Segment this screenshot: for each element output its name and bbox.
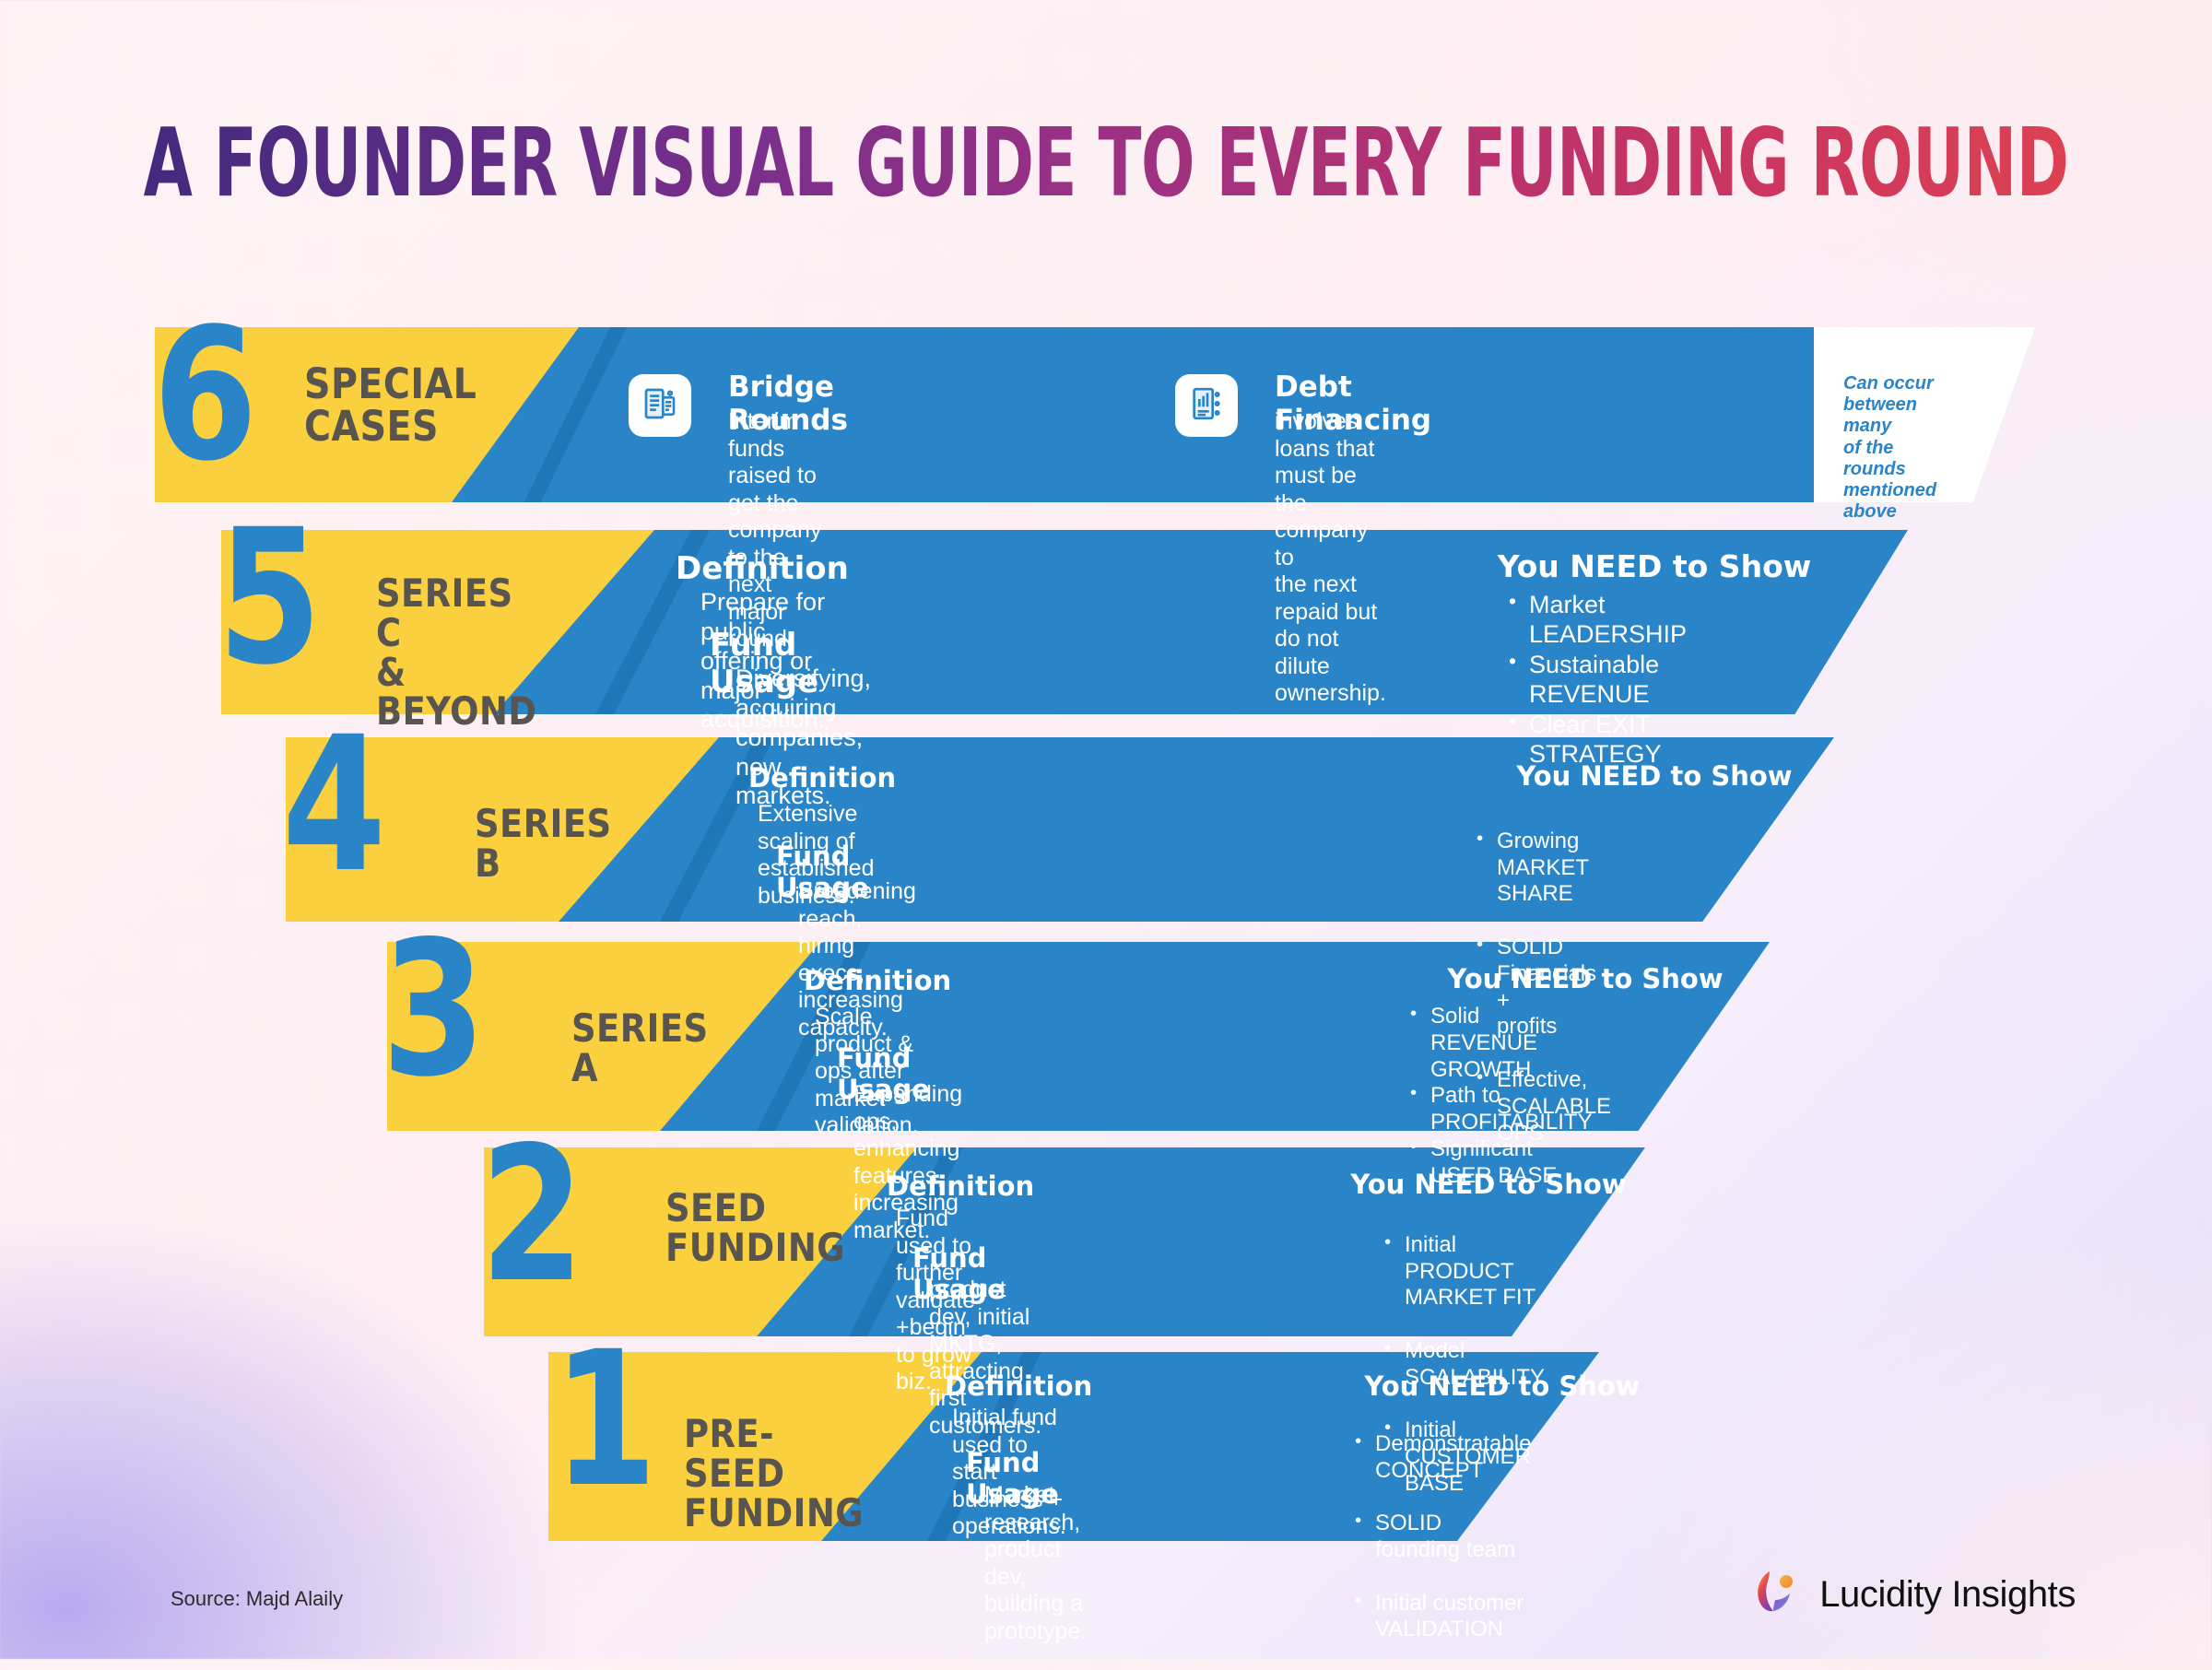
row4-definition-text: Extensive scaling of established busines… <box>758 801 875 909</box>
row1-definition-heading: Definition <box>945 1370 1093 1402</box>
document-chart-icon <box>1188 385 1225 427</box>
row2-stage-label: SEED FUNDING <box>665 1185 845 1270</box>
bridge-rounds-icon-card <box>629 374 691 437</box>
row2-definition-heading: Definition <box>887 1170 1035 1202</box>
lucidity-insights-mark-icon <box>1751 1567 1803 1623</box>
row6-stage-label: SPECIAL CASES <box>304 359 477 451</box>
list-item: Initial customer VALIDATION <box>1353 1590 1531 1644</box>
row3-definition-text: Scale product & ops after market validat… <box>815 1004 919 1138</box>
row2-number: 2 <box>480 1106 584 1323</box>
list-item: Sustainable REVENUE <box>1507 649 1687 710</box>
row1-stage-label: PRE-SEED FUNDING <box>684 1411 864 1535</box>
list-item: Significant USER BASE <box>1408 1135 1593 1190</box>
list-item: Market LEADERSHIP <box>1507 589 1687 650</box>
row4-stage-label: SERIES B <box>475 801 612 886</box>
row5-definition-text: Prepare for public offering or major acq… <box>700 588 826 734</box>
list-item: Model SCALABILITY <box>1382 1337 1545 1392</box>
row2-fundusage-text: product dev, initial MKTG, attracting fi… <box>929 1276 1042 1439</box>
row2-fundusage-heading: Fund Usage <box>912 1242 1006 1305</box>
debt-financing-body: involves loans that must be the company … <box>1275 408 1386 706</box>
bridge-rounds-body: Interim funds raised to get the company … <box>728 408 822 652</box>
row3-number: 3 <box>382 900 486 1118</box>
row3-stage-label: SERIES A <box>571 1006 709 1090</box>
row5-number: 5 <box>218 488 322 706</box>
debt-financing-heading: Debt Financing <box>1275 370 1432 437</box>
row4-definition-heading: Definition <box>748 762 897 794</box>
row3-fundusage-heading: Fund Usage <box>837 1042 930 1105</box>
row5-need-list: Market LEADERSHIP Sustainable REVENUE Cl… <box>1507 589 1687 770</box>
list-item: Initial PRODUCT MARKET FIT <box>1382 1231 1545 1311</box>
row1-number: 1 <box>553 1311 657 1528</box>
row4-need-heading: You NEED to Show <box>1516 760 1793 792</box>
row4-fundusage-heading: Fund Usage <box>776 841 869 903</box>
list-item: Growing MARKET SHARE <box>1475 828 1611 908</box>
row1-definition-text: Initial fund used to start business + op… <box>952 1405 1066 1539</box>
brand-name: Lucidity Insights <box>1819 1574 2076 1615</box>
row3-need-heading: You NEED to Show <box>1447 963 1724 994</box>
list-item: SOLID founding team <box>1353 1510 1531 1564</box>
row5-fundusage-text: Diversifying, acquiring companies, new m… <box>735 664 872 810</box>
list-item: Solid REVENUE GROWTH <box>1408 1003 1593 1083</box>
document-stack-icon <box>641 385 678 427</box>
list-item: Demonstratable CONCEPT <box>1353 1430 1531 1485</box>
row5-fundusage-heading: Fund Usage <box>710 627 819 700</box>
brand-logo: Lucidity Insights <box>1751 1567 2076 1623</box>
row1-fundusage-text: Market research, product dev, building a… <box>984 1482 1088 1644</box>
row5-stage-label: SERIES C & BEYOND <box>376 570 537 735</box>
row1-need-heading: You NEED to Show <box>1364 1370 1641 1402</box>
row1-fundusage-heading: Fund Usage <box>966 1447 1059 1510</box>
row1-need-list: Demonstratable CONCEPT SOLID founding te… <box>1353 1405 1531 1670</box>
row2-definition-text: Fund used to further validate +begin to … <box>896 1205 976 1394</box>
row5-definition-heading: Definition <box>676 550 849 587</box>
bridge-rounds-heading: Bridge Rounds <box>728 370 848 437</box>
special-cases-note: Can occur between many of the rounds men… <box>1843 373 1937 523</box>
debt-financing-icon-card <box>1175 374 1238 437</box>
list-item: Path to PROFITABILITY <box>1408 1082 1593 1136</box>
row6-number: 6 <box>153 288 258 501</box>
row4-fundusage-text: Broadening reach, hiring execs, increasi… <box>798 878 916 1041</box>
row4-number: 4 <box>282 696 386 913</box>
row3-definition-heading: Definition <box>804 965 952 996</box>
row3-need-list: Solid REVENUE GROWTH Path to PROFITABILI… <box>1408 1003 1593 1190</box>
row2-need-heading: You NEED to Show <box>1350 1169 1627 1200</box>
row5-need-heading: You NEED to Show <box>1497 548 1812 584</box>
page-title: A FOUNDER VISUAL GUIDE TO EVERY FUNDING … <box>77 109 2135 218</box>
list-item: Clear EXIT STRATEGY <box>1507 709 1687 770</box>
source-credit: Source: Majd Alaily <box>171 1587 344 1610</box>
row3-fundusage-text: Expanding ops, enhancing features, incre… <box>853 1081 963 1243</box>
